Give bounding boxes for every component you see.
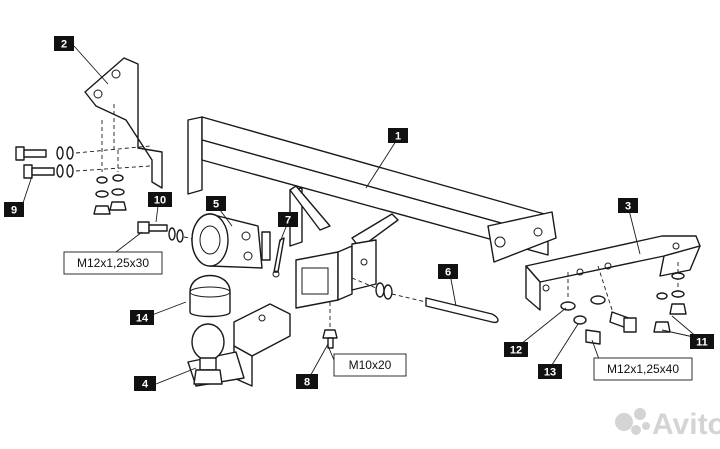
size-callout-m12x40: M12x1,25x40: [593, 357, 693, 381]
size-callout-m10x20: M10x20: [333, 353, 407, 377]
part-label-8: 8: [296, 374, 318, 389]
avito-dots-icon: [615, 408, 650, 435]
part-label-3: 3: [618, 198, 638, 213]
svg-text:M12x1,25x30: M12x1,25x30: [77, 256, 149, 270]
part-label-6: 6: [438, 264, 458, 279]
svg-text:12: 12: [510, 345, 522, 357]
svg-text:1: 1: [395, 131, 401, 143]
nuts-washers-part: [93, 174, 127, 215]
right-hardware-part: [560, 272, 687, 345]
svg-text:5: 5: [213, 199, 219, 211]
size-callout-m12x30: M12x1,25x30: [63, 251, 163, 275]
hitch-pin-part: [351, 277, 499, 324]
left-bracket-part: [84, 57, 163, 189]
crossbar-part: [187, 116, 557, 309]
svg-text:13: 13: [544, 367, 556, 379]
right-bracket-part: [525, 235, 701, 317]
ball-mount-part: [187, 303, 291, 387]
lock-pin-part: [272, 237, 285, 278]
part-label-12: 12: [504, 342, 528, 357]
svg-text:M10x20: M10x20: [349, 358, 392, 372]
svg-text:9: 9: [11, 205, 17, 217]
avito-watermark: Avito: [615, 408, 720, 441]
part-label-1: 1: [388, 128, 408, 143]
svg-text:3: 3: [625, 201, 631, 213]
svg-text:7: 7: [285, 215, 291, 227]
part-label-2: 2: [54, 36, 74, 51]
svg-text:M12x1,25x40: M12x1,25x40: [607, 362, 679, 376]
part-label-5: 5: [206, 196, 226, 211]
svg-text:2: 2: [61, 39, 67, 51]
part-label-10: 10: [148, 192, 172, 207]
part-label-4: 4: [134, 376, 156, 391]
svg-text:6: 6: [445, 267, 451, 279]
part-label-13: 13: [538, 364, 562, 379]
svg-text:4: 4: [142, 379, 149, 391]
bolts-part: [15, 120, 151, 179]
part-label-14: 14: [130, 310, 154, 325]
part-label-11: 11: [690, 334, 714, 349]
part-label-9: 9: [4, 202, 24, 217]
part-label-7: 7: [278, 212, 298, 227]
svg-text:14: 14: [136, 313, 149, 325]
bolt-m12-part: [137, 221, 201, 243]
electrical-socket-part: [191, 213, 271, 269]
svg-text:8: 8: [304, 377, 310, 389]
svg-text:10: 10: [154, 195, 166, 207]
svg-text:11: 11: [696, 337, 708, 349]
watermark-text: Avito: [652, 408, 720, 441]
ball-cover-part: [189, 274, 231, 318]
small-bolt-part: [322, 302, 338, 349]
